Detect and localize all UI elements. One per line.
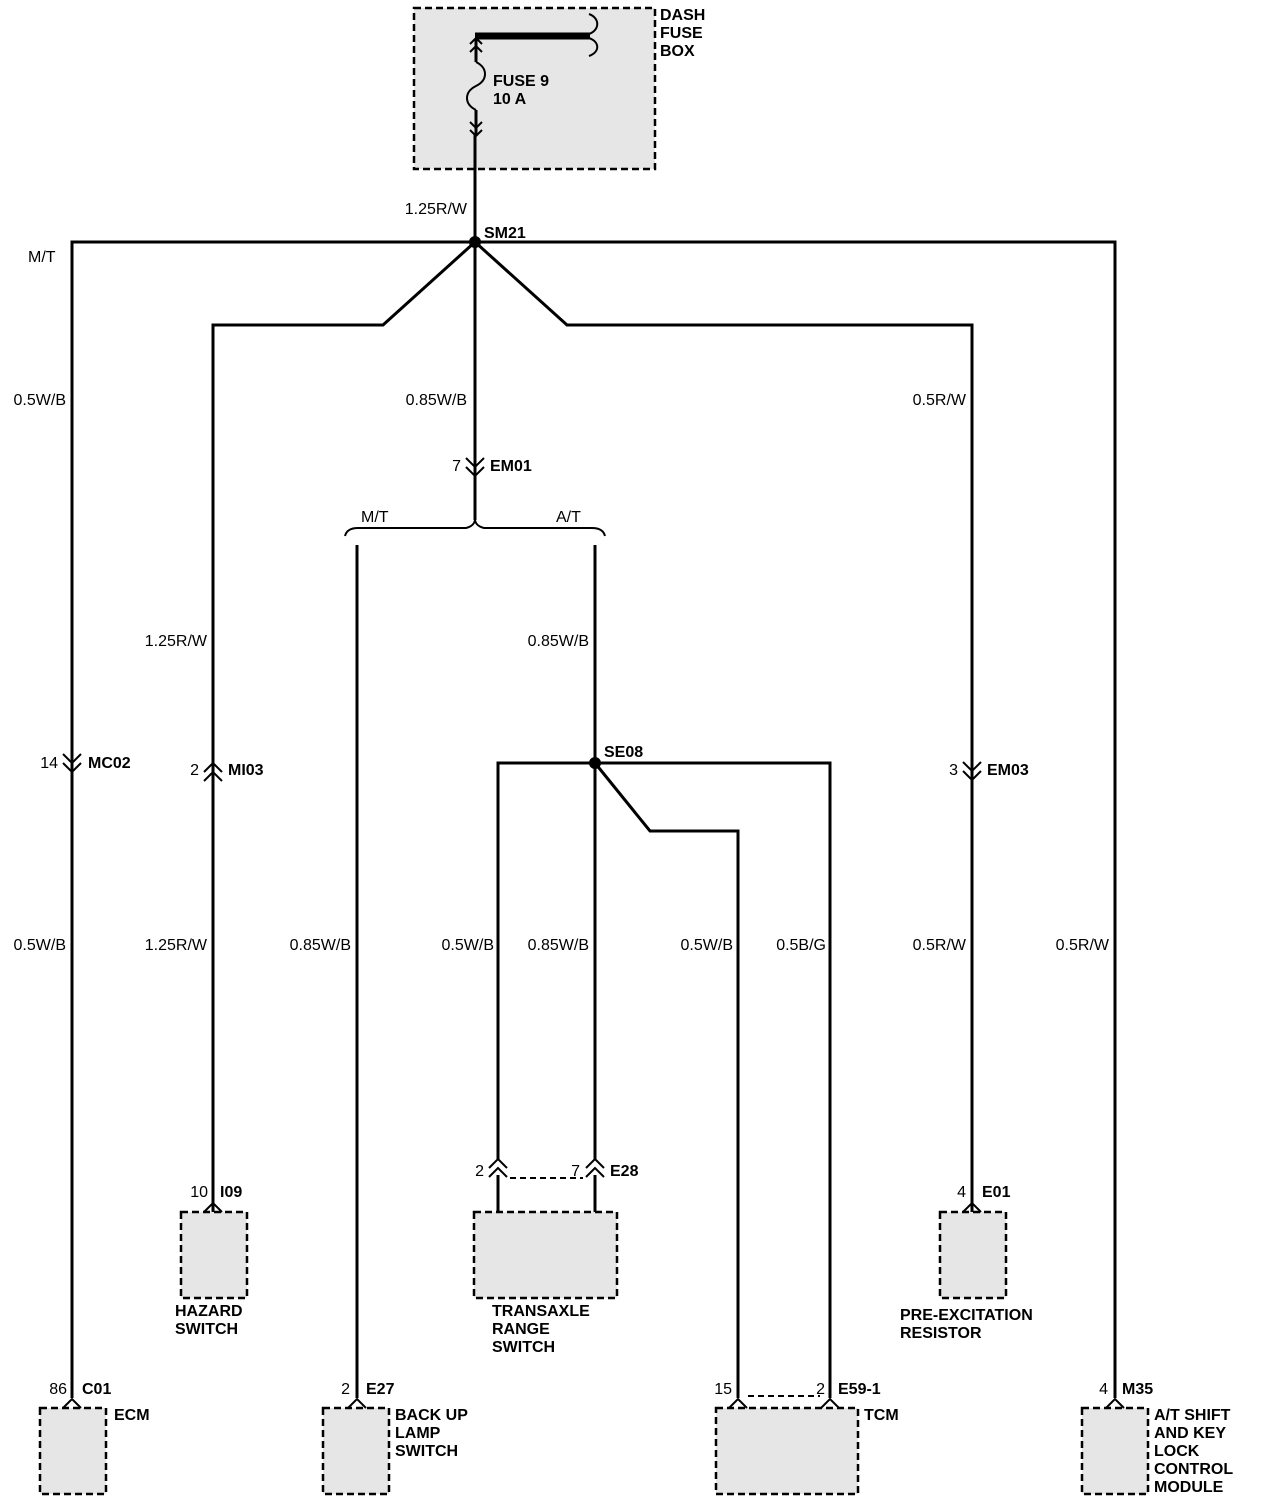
- mc02-name: MC02: [88, 755, 131, 772]
- wire-preex-lower: 0.5R/W: [913, 937, 967, 954]
- fuse-box-label-2: FUSE: [660, 25, 703, 42]
- mi03-pin: 2: [190, 762, 199, 779]
- wire-tcm-15: 0.5W/B: [681, 937, 733, 954]
- m35-pin: 4: [1099, 1381, 1108, 1398]
- mi03-name: MI03: [228, 762, 264, 779]
- wire-left-upper: 0.5W/B: [14, 392, 66, 409]
- wire-backup: 0.85W/B: [290, 937, 351, 954]
- at-shift-name-5: MODULE: [1154, 1479, 1224, 1496]
- backup-name-2: LAMP: [395, 1425, 441, 1442]
- at-shift-name-2: AND KEY: [1154, 1425, 1226, 1442]
- at-shift-name-4: CONTROL: [1154, 1461, 1233, 1478]
- transaxle-range-switch-box: [472, 1210, 619, 1300]
- wire-main-top: 1.25R/W: [405, 201, 468, 218]
- e27-pin: 2: [341, 1381, 350, 1398]
- transaxle-name-2: RANGE: [492, 1321, 550, 1338]
- em01-name: EM01: [490, 458, 532, 475]
- e59-name: E59-1: [838, 1381, 881, 1398]
- e28-pin-right: 7: [571, 1163, 580, 1180]
- e59-pin-right: 2: [816, 1381, 825, 1398]
- back-up-lamp-switch-box: [321, 1406, 391, 1496]
- wire-at-branch: 0.85W/B: [528, 633, 589, 650]
- em03-name: EM03: [987, 762, 1029, 779]
- splice-sm21: [469, 236, 481, 248]
- hazard-switch-box: [179, 1210, 249, 1300]
- preex-name-2: RESISTOR: [900, 1325, 982, 1342]
- c01-name: C01: [82, 1381, 111, 1398]
- at-shift-name-1: A/T SHIFT: [1154, 1407, 1231, 1424]
- i09-pin: 10: [190, 1184, 208, 1201]
- wire-left-lower: 0.5W/B: [14, 937, 66, 954]
- wire-tcm-2: 0.5B/G: [776, 937, 826, 954]
- branch-label-mt-top: M/T: [28, 249, 56, 266]
- tcm-box: [714, 1406, 860, 1496]
- fuse-label-1: FUSE 9: [493, 73, 549, 90]
- pre-excitation-resistor-box: [938, 1210, 1008, 1300]
- hazard-name-1: HAZARD: [175, 1303, 243, 1320]
- branch-label-mt: M/T: [361, 509, 389, 526]
- wires: [70, 134, 1117, 1398]
- hazard-name-2: SWITCH: [175, 1321, 238, 1338]
- fuse-box-label-1: DASH: [660, 7, 705, 24]
- backup-name-1: BACK UP: [395, 1407, 468, 1424]
- ecm-box: [38, 1406, 108, 1496]
- wire-center-upper: 0.85W/B: [406, 392, 467, 409]
- connector-symbols: [62, 457, 1125, 1409]
- e28-name: E28: [610, 1163, 639, 1180]
- e59-pin-left: 15: [714, 1381, 732, 1398]
- preex-name-1: PRE-EXCITATION: [900, 1307, 1033, 1324]
- em01-pin: 7: [452, 458, 461, 475]
- m35-name: M35: [1122, 1381, 1153, 1398]
- transaxle-name-1: TRANSAXLE: [492, 1303, 590, 1320]
- splice-se08-label: SE08: [604, 744, 643, 761]
- wire-right: 0.5R/W: [1056, 937, 1110, 954]
- e01-pin: 4: [957, 1184, 966, 1201]
- i09-name: I09: [220, 1184, 242, 1201]
- c01-pin: 86: [49, 1381, 67, 1398]
- fuse-box-label-3: BOX: [660, 43, 695, 60]
- wire-tr-right: 0.85W/B: [528, 937, 589, 954]
- ecm-name: ECM: [114, 1407, 150, 1424]
- e01-name: E01: [982, 1184, 1011, 1201]
- em03-pin: 3: [949, 762, 958, 779]
- at-shift-name-3: LOCK: [1154, 1443, 1200, 1460]
- fuse-9-symbol: [466, 13, 599, 138]
- e27-name: E27: [366, 1381, 395, 1398]
- backup-name-3: SWITCH: [395, 1443, 458, 1460]
- transaxle-name-3: SWITCH: [492, 1339, 555, 1356]
- wire-hazard-upper: 1.25R/W: [145, 633, 208, 650]
- splice-se08: [589, 757, 601, 769]
- tcm-name: TCM: [864, 1407, 899, 1424]
- wire-hazard-lower: 1.25R/W: [145, 937, 208, 954]
- mc02-pin: 14: [40, 755, 58, 772]
- branch-label-at: A/T: [556, 509, 581, 526]
- splice-sm21-label: SM21: [484, 225, 526, 242]
- e28-pin-left: 2: [475, 1163, 484, 1180]
- wire-preex-upper: 0.5R/W: [913, 392, 967, 409]
- wire-tr-left: 0.5W/B: [442, 937, 494, 954]
- at-shift-key-lock-module-box: [1080, 1406, 1150, 1496]
- fuse-label-2: 10 A: [493, 91, 527, 108]
